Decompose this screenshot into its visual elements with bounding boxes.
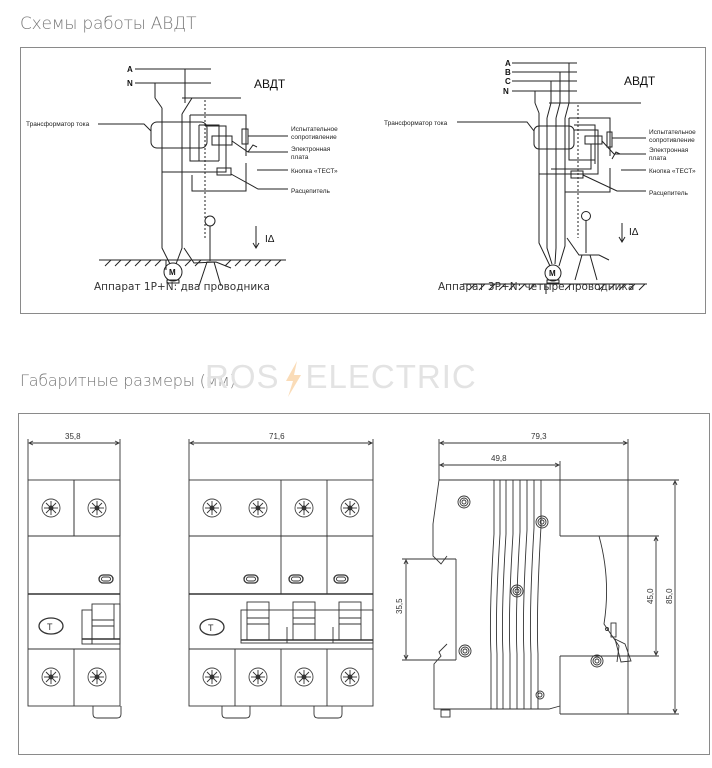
device-label: АВДТ (624, 74, 656, 88)
terminal-screw-icon (248, 498, 268, 518)
terminal-screw-icon (340, 667, 360, 687)
wiring-schemes-svg: A N АВДТ (26, 59, 696, 294)
front-ribs (489, 480, 542, 709)
device-label: АВДТ (254, 77, 286, 91)
person-head-icon (204, 215, 216, 227)
callout-board-2: плата (291, 154, 309, 161)
callout-release: Расцепитель (649, 190, 688, 197)
release-coil (570, 170, 584, 179)
leakage-current-label: IΔ (629, 227, 639, 238)
indicator-slot-icon (243, 574, 259, 584)
indicator-slot-icon (333, 574, 349, 584)
callout-release: Расцепитель (291, 188, 330, 195)
dim-label-total-height: 85,0 (665, 588, 674, 604)
callout-resistor-2: сопротивление (291, 134, 337, 141)
dim-label-width-2p: 35,8 (65, 432, 81, 441)
ground-hatch (104, 259, 282, 267)
side-view: 79,3 49,8 (395, 432, 679, 718)
scheme-3p-n: A B C N АВДТ (384, 59, 696, 294)
bus-label-n: N (503, 87, 509, 96)
bus-label-a: A (127, 65, 133, 74)
dim-label-total-depth: 79,3 (531, 432, 547, 441)
person-head-icon (581, 211, 591, 221)
bus-label-a: A (505, 59, 511, 68)
indicator-slot-icon (98, 574, 114, 584)
rivet-icon (590, 654, 604, 668)
terminal-screw-icon (41, 498, 61, 518)
terminal-screw-icon (248, 667, 268, 687)
callout-test-button: Кнопка «ТЕСТ» (649, 168, 696, 175)
dim-label-front-depth: 49,8 (491, 454, 507, 463)
test-button-icon[interactable] (38, 617, 64, 635)
dimensions-svg: 35,8 T (27, 432, 679, 719)
leakage-current-label: IΔ (265, 234, 275, 245)
toggle-levers-4p (240, 601, 374, 644)
current-transformer (533, 125, 575, 150)
dimensions-section-title: Габаритные размеры (мм) (20, 371, 236, 390)
rivet-icon (457, 495, 471, 509)
callout-board-1: Электронная (291, 146, 331, 153)
terminal-screw-icon (294, 498, 314, 518)
terminal-screw-icon (202, 667, 222, 687)
motor-label: M (169, 268, 176, 277)
dim-label-width-4p: 71,6 (269, 432, 285, 441)
terminal-screw-icon (41, 667, 61, 687)
current-transformer (150, 121, 208, 149)
callout-board-2: плата (649, 155, 667, 162)
bus-label-b: B (505, 68, 511, 77)
dimensions-panel: 35,8 T (18, 413, 710, 755)
toggle-lever-2p (81, 603, 121, 645)
ground-hatch (468, 283, 646, 291)
terminal-screw-icon (294, 667, 314, 687)
callout-transformer: Трансформатор тока (26, 121, 90, 128)
callout-resistor-1: Испытательное (649, 129, 696, 136)
scheme-1p-n: A N АВДТ (26, 65, 338, 293)
terminal-screw-icon (340, 498, 360, 518)
terminal-screw-icon (87, 667, 107, 687)
callout-transformer: Трансформатор тока (384, 120, 448, 127)
dim-label-din-rail: 35,5 (395, 598, 404, 614)
bus-label-c: C (505, 77, 511, 86)
indicator-slot-icon (288, 574, 304, 584)
motor-label: M (549, 269, 556, 278)
front-view-4p: 71,6 T (188, 432, 374, 719)
release-coil (216, 167, 232, 176)
dim-label-front-height: 45,0 (646, 588, 655, 604)
motor-symbol (163, 262, 183, 282)
scheme-caption-1p-n: Аппарат 1P+N: два проводника (94, 281, 270, 293)
lightning-bolt-icon (285, 361, 301, 398)
test-button-icon[interactable] (199, 618, 225, 636)
callout-resistor-2: сопротивление (649, 137, 695, 144)
rivet-icon (535, 515, 549, 529)
electronic-board (584, 135, 603, 145)
terminal-screw-icon (87, 498, 107, 518)
watermark-text-right: ELECTRIC (305, 358, 477, 395)
bus-label-n: N (127, 79, 133, 88)
scheme-caption-3p-n: Аппарат 3P+N: четыре проводника (438, 281, 634, 293)
electronic-board (211, 135, 233, 146)
terminal-screw-icon (202, 498, 222, 518)
test-button-glyph: T (208, 623, 214, 633)
test-resistor (606, 131, 613, 148)
front-view-2p: 35,8 T (27, 432, 122, 719)
callout-test-button: Кнопка «ТЕСТ» (291, 168, 338, 175)
rivet-icon (458, 644, 472, 658)
wiring-schemes-panel: A N АВДТ (20, 47, 706, 314)
test-resistor (241, 128, 249, 145)
motor-symbol (544, 264, 562, 282)
callout-resistor-1: Испытательное (291, 126, 338, 133)
test-button-glyph: T (47, 622, 53, 632)
schemes-section-title: Схемы работы АВДТ (20, 14, 197, 34)
callout-board-1: Электронная (649, 147, 689, 154)
